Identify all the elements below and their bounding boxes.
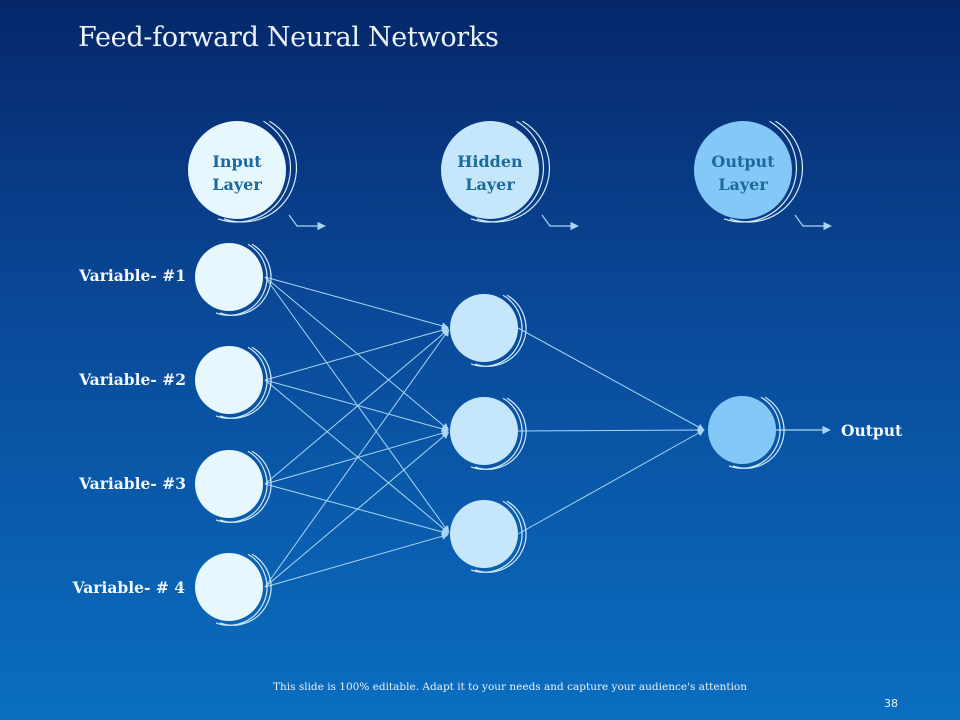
connections (264, 276, 831, 588)
header-ring (729, 120, 803, 223)
header-ring (476, 120, 550, 223)
edge-input2-hidden2 (264, 379, 449, 433)
output-node (708, 396, 785, 469)
edge-input3-hidden3 (264, 483, 449, 536)
node-ring (219, 450, 272, 523)
header-circle (694, 121, 792, 219)
node-circle (195, 553, 263, 621)
edge-input3-hidden2 (264, 429, 449, 485)
header-arrow (288, 214, 326, 231)
node-ring (732, 396, 785, 469)
header-arrow (794, 214, 832, 231)
edge-input4-hidden1 (264, 329, 450, 588)
input-node-3 (195, 450, 272, 523)
output-label: Output (841, 421, 903, 440)
hidden-node-1 (450, 294, 527, 367)
edge-hidden1-output (517, 327, 705, 431)
node-circle (195, 450, 263, 518)
input-label-1: Variable- #1 (79, 266, 186, 285)
edge-input3-hidden1 (264, 328, 450, 485)
node-circle (195, 243, 263, 311)
layer-title-line2: Layer (465, 175, 515, 194)
node-ring (474, 397, 527, 470)
edge-hidden2-output (517, 426, 705, 434)
header-arrow (541, 214, 579, 231)
input-label-4: Variable- # 4 (72, 578, 185, 597)
edge-input1-hidden1 (264, 276, 449, 330)
node-ring (474, 294, 527, 367)
hidden-node-3 (450, 500, 527, 573)
node-ring (219, 346, 272, 419)
header-ring (223, 120, 297, 223)
header-circle (188, 121, 286, 219)
edge-input1-hidden3 (264, 276, 450, 533)
layer-title-line2: Layer (718, 175, 768, 194)
edge-input1-hidden2 (264, 276, 450, 431)
input-label-3: Variable- #3 (79, 474, 186, 493)
input-label-2: Variable- #2 (79, 370, 186, 389)
node-circle (450, 294, 518, 362)
edge-input2-hidden3 (264, 379, 450, 534)
slide-title: Feed-forward Neural Networks (78, 22, 499, 53)
node-circle (708, 396, 776, 464)
node-circle (195, 346, 263, 414)
layer-title-line2: Layer (212, 175, 262, 194)
layer-title-line1: Input (212, 152, 262, 171)
node-ring (219, 553, 272, 626)
hidden-node-2 (450, 397, 527, 470)
page-number: 38 (884, 697, 898, 710)
input-node-2 (195, 346, 272, 419)
node-circle (450, 397, 518, 465)
layer-title-line1: Hidden (457, 152, 523, 171)
edge-input4-hidden2 (264, 431, 450, 588)
layer-title-line1: Output (711, 152, 775, 171)
nodes (195, 243, 785, 626)
input-node-4 (195, 553, 272, 626)
edge-input2-hidden1 (264, 326, 449, 381)
footer-note: This slide is 100% editable. Adapt it to… (272, 681, 748, 693)
node-ring (219, 243, 272, 316)
edge-input4-hidden3 (264, 532, 449, 588)
node-ring (474, 500, 527, 573)
header-circle (441, 121, 539, 219)
edge-hidden3-output (517, 429, 705, 535)
node-circle (450, 500, 518, 568)
input-node-1 (195, 243, 272, 316)
